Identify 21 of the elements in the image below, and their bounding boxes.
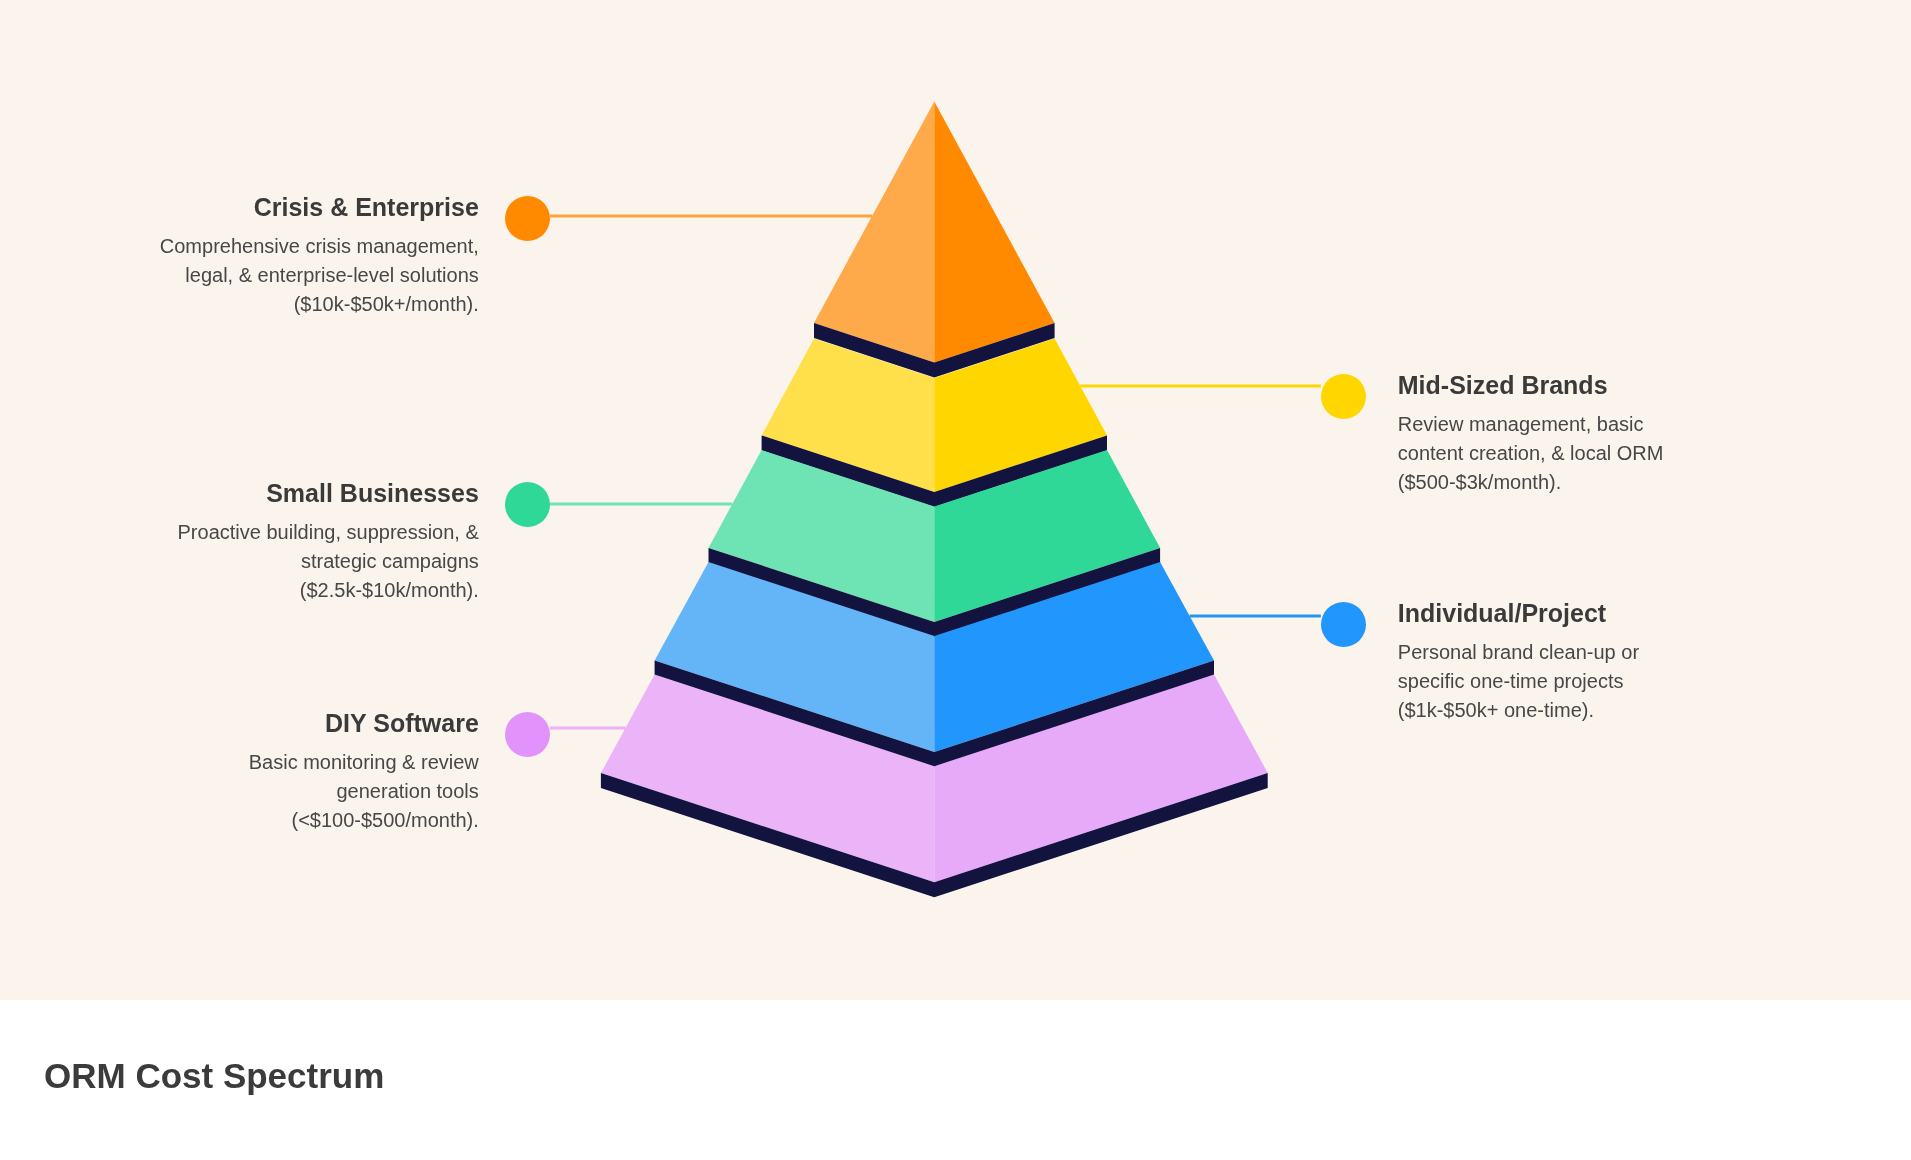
pyramid-tier [761, 338, 1107, 507]
leader-line [1189, 614, 1321, 618]
pyramid-tier [708, 450, 1161, 637]
callout-description: Personal brand clean-up or specific one-time projects ($1k-$50k+ one-time). [1397, 640, 1641, 723]
callout-description: Review management, basic content creation, & local ORM ($500-$3k/month). [1397, 412, 1665, 495]
callout-heading: DIY Software [324, 708, 479, 738]
diagram-title: ORM Cost Spectrum [44, 1055, 385, 1097]
leader-line [549, 214, 873, 218]
callout-heading: Small Businesses [265, 478, 479, 508]
callout-heading: Mid-Sized Brands [1397, 370, 1609, 400]
leader-line [549, 726, 626, 730]
leader-line [549, 502, 733, 506]
pyramid-tier [600, 674, 1268, 898]
callout-description: Basic monitoring & review generation tools (<$100-$500/month). [247, 750, 479, 833]
callout-description: Comprehensive crisis management, legal, & enterprise-level solutions ($10k-$50k+/month). [158, 234, 479, 317]
leader-line [1080, 384, 1321, 388]
callout-heading: Crisis & Enterprise [252, 192, 479, 222]
pyramid-tier [814, 101, 1055, 378]
callout-description: Proactive building, suppression, & strategic campaigns ($2.5k-$10k/month). [176, 520, 479, 603]
callout-heading: Individual/Project [1397, 598, 1608, 628]
pyramid-tier [654, 562, 1214, 768]
